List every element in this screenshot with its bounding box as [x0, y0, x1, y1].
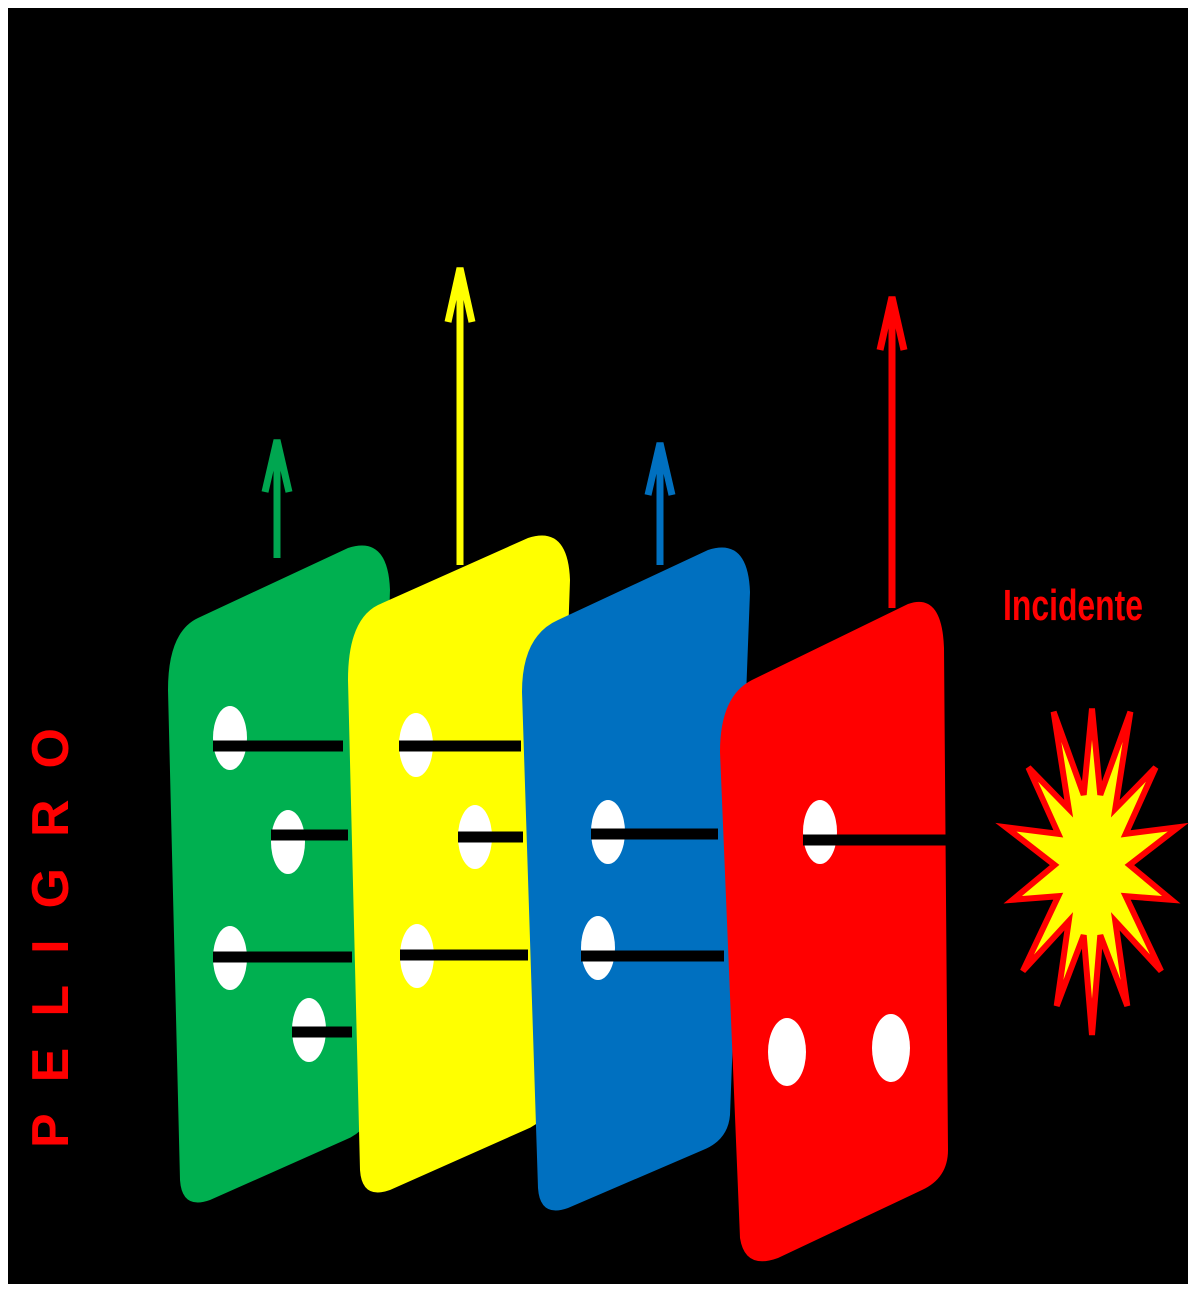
green-hole-1	[213, 706, 247, 770]
red-hole-1	[803, 800, 837, 864]
red-hole-3	[872, 1014, 910, 1082]
incident-label: Incidente	[1003, 581, 1143, 630]
blue-layer-slice	[522, 548, 750, 1211]
green-hole-2	[271, 810, 305, 874]
blue-hole-2	[581, 916, 615, 980]
red-layer-slice	[720, 602, 948, 1261]
red-hole-2	[768, 1018, 806, 1086]
